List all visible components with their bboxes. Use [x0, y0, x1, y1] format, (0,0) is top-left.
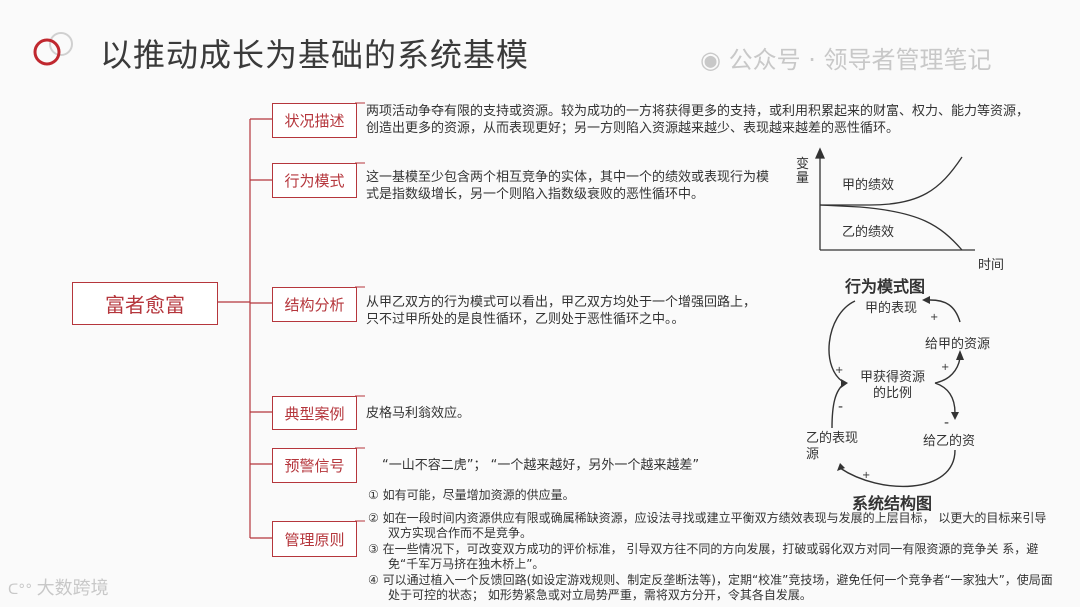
principle-2: ② 如在一段时间内资源供应有限或确属稀缺资源，应设法寻找或建立平衡双方绩效表现与… [368, 511, 1047, 540]
loop-arrow-a-to-ratio [828, 300, 856, 384]
branch-behavior: 行为模式 [272, 163, 357, 198]
loop-arrow-ratio-to-res-a [934, 357, 961, 384]
structure-caption: 系统结构图 [852, 494, 933, 513]
principle-1: ① 如有可能，尽量增加资源的供应量。 [368, 488, 575, 502]
logo-circles-icon [33, 32, 73, 66]
sign-minus: - [944, 415, 949, 431]
structure-text: 从甲乙双方的行为模式可以看出，甲乙双方均处于一个增强回路上，只不过甲所处的是良性… [366, 295, 757, 327]
branch-case: 典型案例 [272, 396, 357, 430]
series-b-curve [819, 204, 963, 251]
node-ratio-line2: 的比例 [873, 386, 913, 401]
watermark-logo-icon: ᑕ°° [8, 582, 37, 598]
watermark-right-text: 公众号 · 领导者管理笔记 [728, 46, 992, 74]
node-b-resource: 给乙的资 [923, 434, 976, 449]
behavior-caption: 行为模式图 [845, 277, 926, 296]
series-b-label: 乙的绩效 [842, 225, 895, 240]
sign-plus: + [862, 470, 870, 481]
case-text: 皮格马利翁效应。 [366, 406, 471, 421]
x-axis-label: 时间 [978, 258, 1005, 273]
node-a-resource: 给甲的资源 [925, 337, 991, 352]
branch-situation: 状况描述 [272, 103, 357, 138]
warning-text: “一山不容二虎”； “一个越来越好，另外一个越来越差” [382, 458, 700, 473]
loop-arrow-res-a-to-a [929, 299, 961, 323]
node-ratio: 甲获得资源的比例 [860, 370, 925, 402]
wechat-icon: ◉ [700, 46, 729, 74]
sign-plus: + [930, 312, 938, 323]
node-ratio-line1: 甲获得资源 [860, 370, 926, 385]
watermark-left: ᑕ°° 大数跨境 [8, 574, 109, 600]
sign-plus: + [835, 365, 843, 376]
watermark-left-text: 大数跨境 [36, 578, 109, 599]
watermark-right: ◉ 公众号 · 领导者管理笔记 [700, 40, 991, 75]
sign-minus: - [838, 399, 843, 415]
principle-4: ④ 可以通过植入一个反馈回路(如设定游戏规则、制定反垄断法等)，定期“校准”竞技… [368, 573, 1053, 602]
situation-text: 两项活动争夺有限的支持或资源。较为成功的一方将获得更多的支持，或利用积累起来的财… [366, 104, 1030, 136]
root-node: 富者愈富 [72, 282, 218, 325]
series-a-curve [820, 156, 963, 206]
principle-3: ③ 在一些情况下，可改变双方成功的评价标准， 引导双方往不同的方向发展，打破或弱… [368, 542, 1039, 571]
loop-arrow-ratio-to-res-b [934, 382, 956, 414]
loop-arrow-res-b-to-b [839, 449, 956, 488]
series-a-label: 甲的绩效 [842, 178, 895, 193]
branch-warning: 预警信号 [272, 448, 357, 483]
y-axis-arrow-icon [814, 147, 826, 159]
page-title: 以推动成长为基础的系统基模 [100, 36, 530, 74]
y-axis-label: 变量 [796, 157, 810, 186]
branch-structure: 结构分析 [272, 287, 357, 322]
branch-principles: 管理原则 [272, 521, 357, 557]
behavior-text: 这一基模至少包含两个相互竞争的实体，其中一个的绩效或表现行为模式是指数级增长，另… [366, 170, 770, 202]
node-a-performance: 甲的表现 [865, 301, 918, 316]
node-b-performance: 乙的表现源 [806, 431, 859, 462]
sign-plus: + [941, 362, 949, 373]
